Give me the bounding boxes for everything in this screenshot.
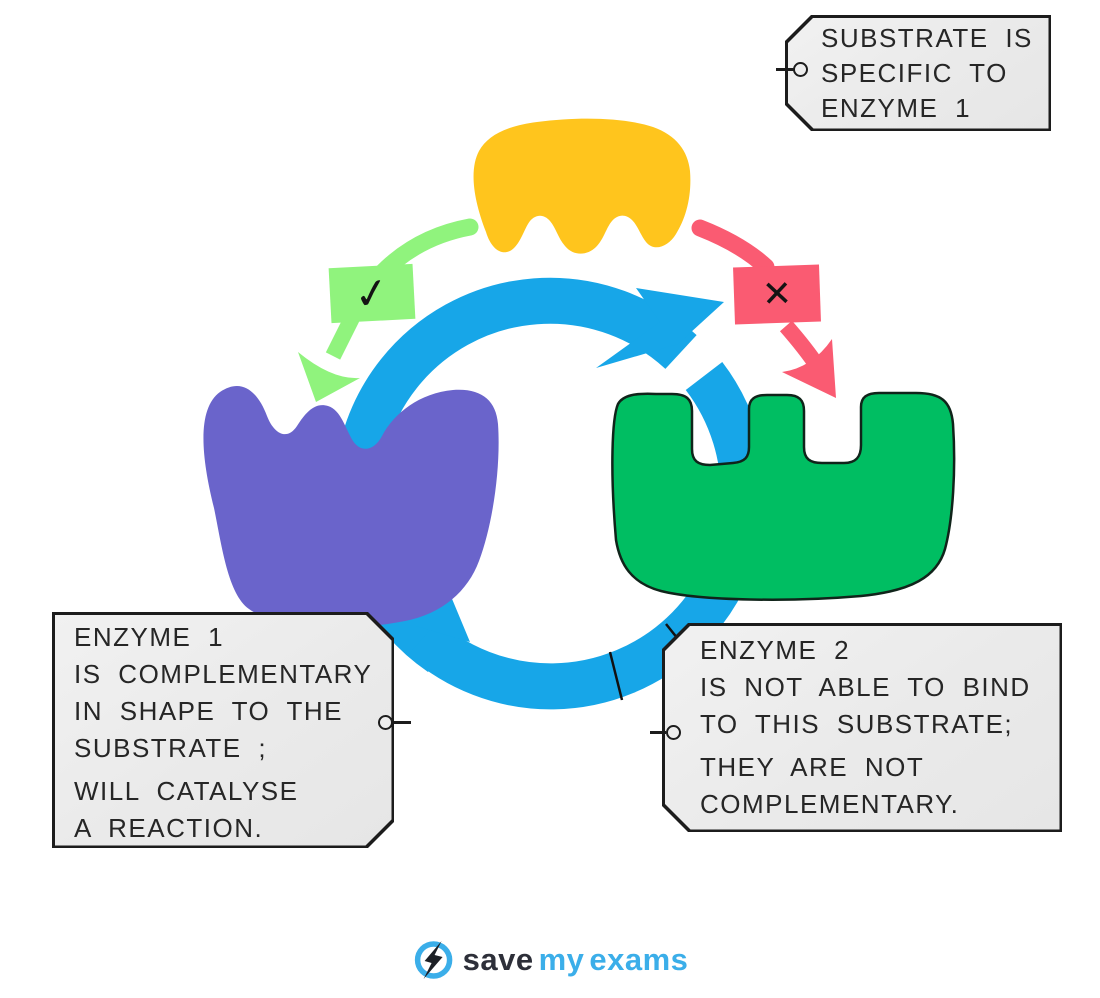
substrate-tag-line: ENZYME 1 bbox=[821, 93, 972, 123]
checkmark-icon: ✓ bbox=[350, 266, 394, 321]
fail-arrow bbox=[691, 219, 836, 398]
tag-hole-icon bbox=[378, 715, 393, 730]
logo-word-exams: exams bbox=[589, 942, 689, 977]
tag-hole-icon bbox=[793, 62, 808, 77]
success-arrowhead bbox=[298, 352, 360, 402]
substrate-tag-line: SUBSTRATE IS bbox=[821, 23, 1033, 53]
substrate-tag-line: SPECIFIC TO bbox=[821, 58, 1008, 88]
enzyme2-tag-line: IS NOT ABLE TO BIND bbox=[700, 672, 1031, 702]
fail-arrowhead bbox=[782, 339, 836, 398]
tag-string bbox=[776, 68, 794, 71]
enzyme2-tag-shape bbox=[662, 623, 1062, 832]
substrate-tag-shape bbox=[785, 15, 1051, 131]
lightning-bolt-icon bbox=[414, 941, 453, 979]
fail-arrow-band-top bbox=[691, 219, 775, 276]
enzyme2-tag-text: ENZYME 2 IS NOT ABLE TO BIND TO THIS SUB… bbox=[700, 632, 1031, 823]
cross-icon: ✕ bbox=[761, 273, 793, 316]
enzyme2-tag: ENZYME 2 IS NOT ABLE TO BIND TO THIS SUB… bbox=[650, 623, 1062, 832]
enzyme1-tag-line: A REACTION. bbox=[74, 813, 264, 843]
success-arrow-band-bottom bbox=[325, 314, 360, 360]
enzyme1-tag-text: ENZYME 1 IS COMPLEMENTARY IN SHAPE TO TH… bbox=[74, 619, 372, 847]
cross-box: ✕ bbox=[733, 264, 821, 325]
enzyme2-tag-line: COMPLEMENTARY. bbox=[700, 789, 960, 819]
enzyme1-tag-line: SUBSTRATE ; bbox=[74, 733, 268, 763]
logo-word-my: my bbox=[538, 942, 585, 977]
cycle-arrowhead-top bbox=[596, 288, 724, 368]
enzyme1-tag-line: IS COMPLEMENTARY bbox=[74, 659, 373, 689]
enzyme1-tag-line: IN SHAPE TO THE bbox=[74, 696, 344, 726]
tag-hole-icon bbox=[666, 725, 681, 740]
substrate-tag-text: SUBSTRATE IS SPECIFIC TO ENZYME 1 bbox=[821, 21, 1033, 126]
substrate-shape bbox=[473, 118, 691, 254]
enzyme1-tag: ENZYME 1 IS COMPLEMENTARY IN SHAPE TO TH… bbox=[52, 612, 411, 848]
tag-string bbox=[650, 731, 666, 734]
check-box: ✓ bbox=[328, 263, 416, 324]
enzyme2-shape bbox=[611, 391, 956, 601]
tag-string bbox=[394, 721, 411, 724]
enzyme2-tag-line: ENZYME 2 bbox=[700, 635, 851, 665]
enzyme2-tag-line: TO THIS SUBSTRATE; bbox=[700, 709, 1014, 739]
enzyme1-tag-line: ENZYME 1 bbox=[74, 622, 225, 652]
enzyme1-tag-line: WILL CATALYSE bbox=[74, 776, 299, 806]
enzyme2-tag-line: THEY ARE NOT bbox=[700, 752, 925, 782]
substrate-tag: SUBSTRATE IS SPECIFIC TO ENZYME 1 bbox=[776, 15, 1051, 131]
enzyme1-tag-shape bbox=[52, 612, 394, 848]
logo-word-save: save bbox=[462, 942, 534, 977]
enzyme1-shape bbox=[203, 385, 499, 629]
savemyexams-logo: save my exams bbox=[412, 937, 689, 983]
